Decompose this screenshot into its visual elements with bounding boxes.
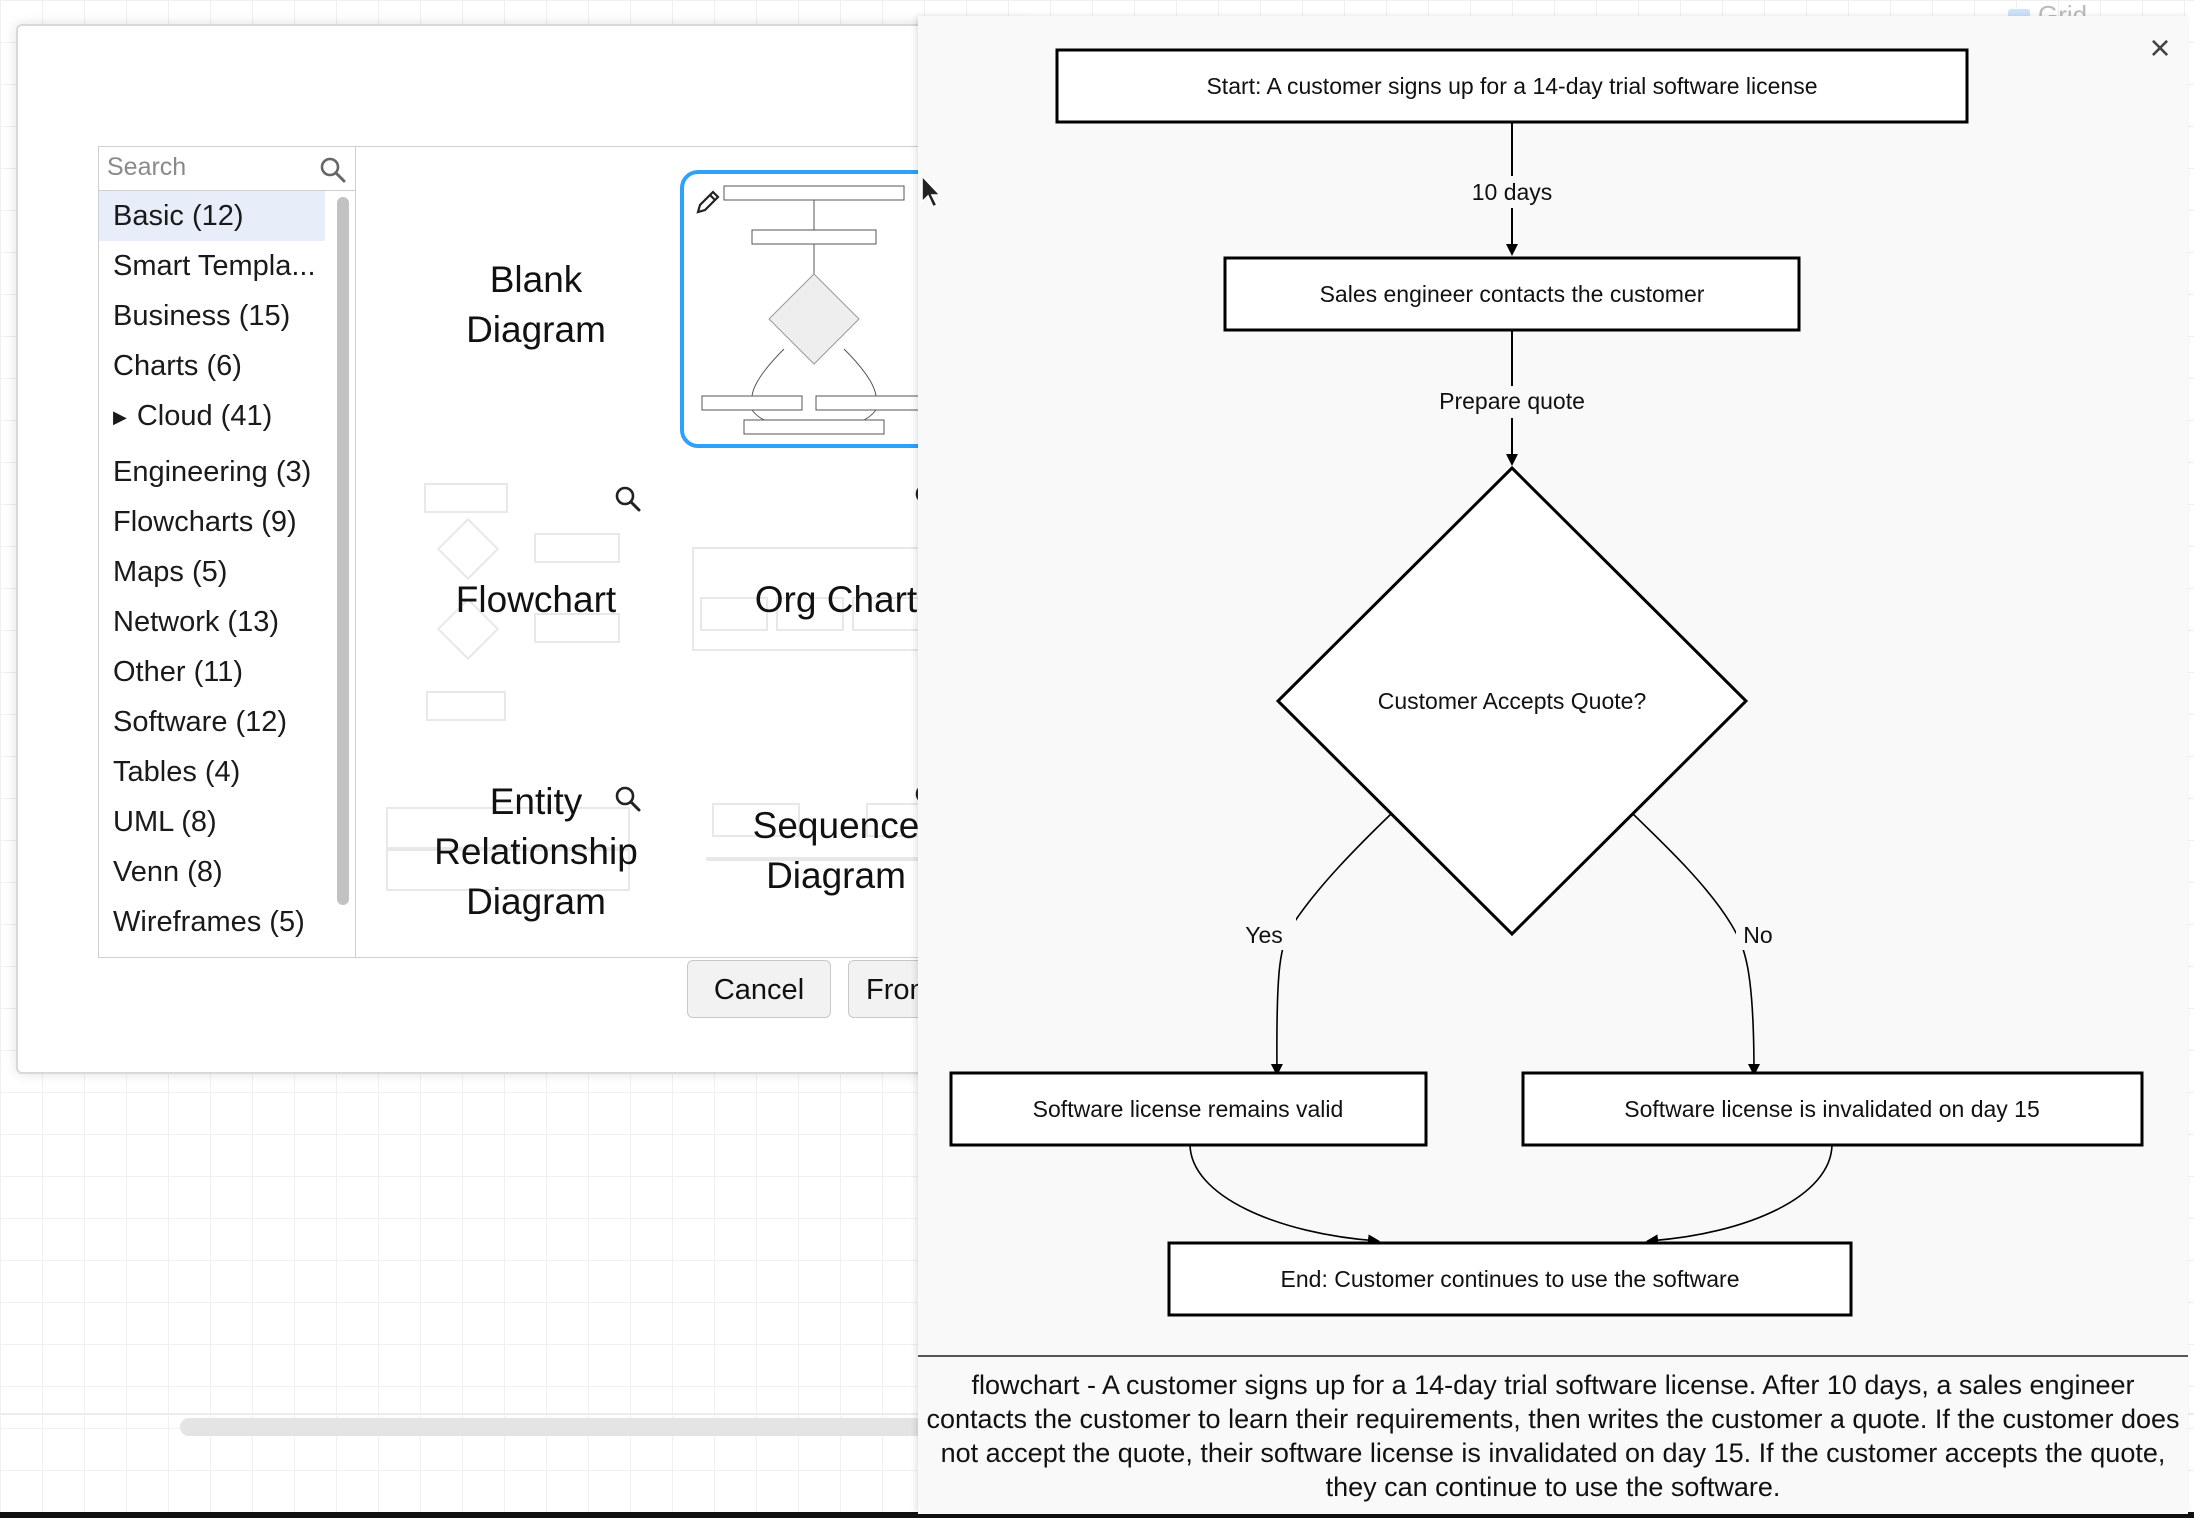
node-decision-label: Customer Accepts Quote? (1378, 688, 1646, 714)
edge-label-prepare-quote: Prepare quote (1439, 388, 1585, 414)
thumbnail-ghost-shape (712, 803, 800, 837)
template-search (98, 146, 356, 191)
category-smart-templates[interactable]: Smart Templa... (113, 250, 316, 282)
zoom-icon[interactable] (614, 785, 642, 813)
node-valid-label: Software license remains valid (1033, 1096, 1344, 1122)
description-divider (918, 1355, 2188, 1357)
from-template-button[interactable]: From (848, 960, 928, 1018)
edit-pencil-icon[interactable] (694, 188, 722, 216)
edge-label-bg (1430, 386, 1594, 418)
edge-label-bg (1466, 176, 1558, 208)
category-flowcharts[interactable]: Flowcharts (9) (113, 506, 297, 538)
category-business[interactable]: Business (15) (113, 300, 291, 332)
template-preview-panel: × 10 days Prepare quote Yes No Start: A … (918, 16, 2188, 1514)
template-sequence-diagram[interactable]: Sequence Diagram (686, 767, 986, 957)
cancel-button[interactable]: Cancel (687, 960, 831, 1018)
category-cloud[interactable]: ▶Cloud (41) (113, 400, 273, 432)
canvas-horizontal-scrollbar[interactable] (180, 1418, 940, 1436)
search-icon[interactable] (319, 156, 347, 184)
category-software[interactable]: Software (12) (113, 706, 288, 738)
template-thumbnail (701, 185, 947, 435)
edge-invalid-to-end (1646, 1143, 1833, 1247)
category-charts[interactable]: Charts (6) (113, 350, 242, 382)
category-uml[interactable]: UML (8) (113, 806, 217, 838)
category-scrollbar[interactable] (337, 197, 349, 905)
node-start-label: Start: A customer signs up for a 14-day … (1206, 73, 1817, 99)
node-sales (1223, 256, 1801, 332)
template-org-chart[interactable]: Org Chart (686, 467, 996, 727)
template-org-chart-label: Org Chart (754, 579, 918, 620)
mouse-cursor-icon (921, 174, 942, 209)
edge-decision-to-invalid (1632, 813, 1760, 1076)
node-valid (949, 1071, 1428, 1147)
node-decision (1275, 465, 1749, 937)
edge-valid-to-end (1189, 1143, 1380, 1247)
edge-label-no: No (1743, 922, 1772, 948)
new-diagram-dialog: Basic (12) Smart Templa... Business (15)… (16, 24, 1057, 1074)
category-wireframes[interactable]: Wireframes (5) (113, 906, 305, 938)
thumbnail-ghost-shape (436, 517, 500, 581)
thumbnail-ghost-shape (386, 847, 630, 891)
thumbnail-ghost-shape (700, 597, 768, 631)
thumbnail-ghost-shape (534, 613, 620, 643)
node-start (1055, 48, 1969, 124)
node-sales-label: Sales engineer contacts the customer (1320, 281, 1705, 307)
category-network[interactable]: Network (13) (113, 606, 279, 638)
edge-label-yes: Yes (1245, 922, 1283, 948)
zoom-icon[interactable] (614, 485, 642, 513)
thumbnail-ghost-shape (386, 807, 630, 851)
flowchart-preview: 10 days Prepare quote Yes No Start: A cu… (949, 48, 2144, 1317)
template-sequence-label: Sequence Diagram (752, 805, 920, 896)
thumbnail-ghost-shape (424, 483, 508, 513)
template-flowchart-label: Flowchart (455, 579, 617, 620)
bottom-edge (0, 1512, 2194, 1518)
edge-label-bg (1736, 918, 1780, 950)
thumbnail-ghost-shape (776, 597, 844, 631)
expand-triangle-icon[interactable]: ▶ (113, 407, 127, 428)
edge-label-bg (1240, 918, 1296, 950)
category-basic[interactable]: Basic (12) (99, 191, 325, 241)
template-description: flowchart - A customer signs up for a 14… (926, 1370, 2180, 1502)
node-invalid (1521, 1071, 2144, 1147)
category-other[interactable]: Other (11) (113, 656, 244, 688)
search-input[interactable] (99, 147, 307, 187)
thumbnail-ghost-shape (534, 533, 620, 563)
template-flowchart[interactable]: Flowchart (386, 467, 686, 727)
thumbnail-ghost-shape (426, 691, 506, 721)
node-end (1167, 1241, 1853, 1317)
template-erd-label: Entity Relationship Diagram (434, 781, 638, 922)
template-entity-relationship[interactable]: Entity Relationship Diagram (386, 767, 686, 957)
node-invalid-label: Software license is invalidated on day 1… (1624, 1096, 2040, 1122)
category-list: Basic (12) Smart Templa... Business (15)… (98, 190, 356, 958)
category-maps[interactable]: Maps (5) (113, 556, 228, 588)
category-engineering[interactable]: Engineering (3) (113, 456, 312, 488)
template-blank-diagram[interactable]: Blank Diagram (466, 259, 606, 350)
edge-label-10-days: 10 days (1472, 179, 1553, 205)
category-tables[interactable]: Tables (4) (113, 756, 241, 788)
category-venn[interactable]: Venn (8) (113, 856, 223, 888)
node-end-label: End: Customer continues to use the softw… (1281, 1266, 1740, 1292)
close-icon[interactable]: × (2149, 27, 2171, 68)
